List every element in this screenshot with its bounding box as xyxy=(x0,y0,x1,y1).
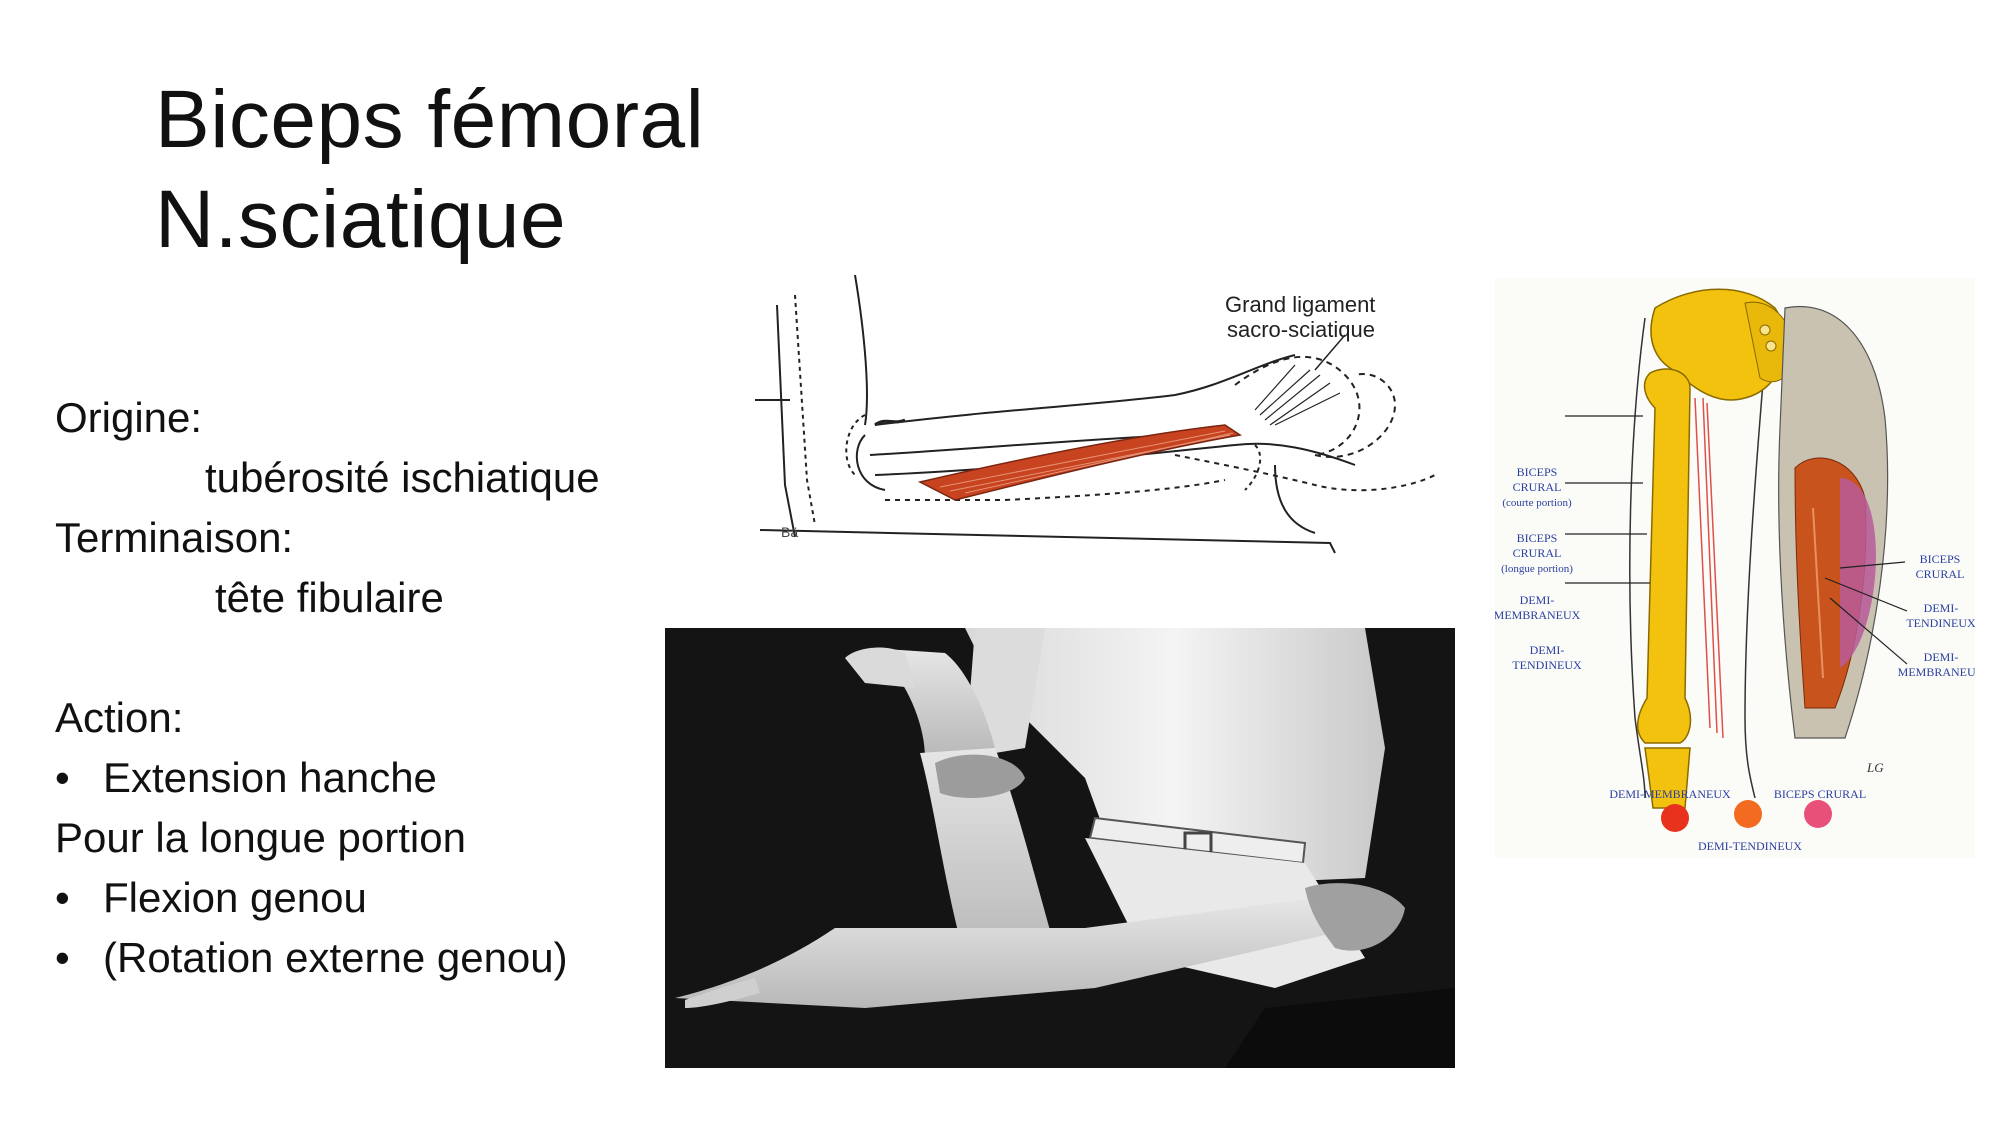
label-demi-membraneux-1: DEMI- xyxy=(1520,593,1555,607)
title-line-1: Biceps fémoral xyxy=(155,74,705,165)
label-biceps-longue-3: (longue portion) xyxy=(1501,563,1573,575)
muscle-test-photo xyxy=(665,628,1455,1068)
plate-signature: LG xyxy=(1866,760,1884,775)
label-right-demi-tendineux-1: DEMI- xyxy=(1924,601,1959,615)
examiner-hand xyxy=(935,754,1025,798)
label-demi-tendineux-2: TENDINEUX xyxy=(1512,658,1582,672)
legend-label-biceps-crural: BICEPS CRURAL xyxy=(1774,787,1866,801)
origine-value: tubérosité ischiatique xyxy=(205,454,600,501)
legend-label-demi-tendineux: DEMI-TENDINEUX xyxy=(1698,839,1802,853)
action-label: Action: xyxy=(55,694,184,741)
label-demi-membraneux-2: MEMBRANEUX xyxy=(1495,608,1581,622)
label-right-demi-membraneux-1: DEMI- xyxy=(1924,650,1959,664)
bullet-extension-hanche: Extension hanche xyxy=(55,748,600,808)
label-biceps-longue-1: BICEPS xyxy=(1517,531,1558,545)
label-biceps-courte-3: (courte portion) xyxy=(1502,497,1572,509)
terminaison-value: tête fibulaire xyxy=(215,574,444,621)
label-biceps-courte-2: CRURAL xyxy=(1513,480,1562,494)
label-biceps-courte-1: BICEPS xyxy=(1517,465,1558,479)
label-right-biceps-2: CRURAL xyxy=(1916,567,1965,581)
hamstring-plate-illustration: BICEPS CRURAL (courte portion) BICEPS CR… xyxy=(1495,288,1975,853)
side-view-drawing: Grand ligament sacro-sciatique Bä xyxy=(755,275,1485,565)
side-view-illustration: Grand ligament sacro-sciatique Bä xyxy=(755,275,1436,554)
label-right-biceps-1: BICEPS xyxy=(1920,552,1961,566)
legend-dot-biceps-crural xyxy=(1804,800,1832,828)
label-biceps-longue-2: CRURAL xyxy=(1513,546,1562,560)
muscle-description: Origine: tubérosité ischiatique Terminai… xyxy=(55,388,600,988)
femur-bone xyxy=(1637,368,1692,744)
side-view-signature: Bä xyxy=(781,524,798,540)
examiner-shirt xyxy=(965,628,1385,888)
patient-lower-leg xyxy=(920,748,1055,958)
biceps-femoris-muscle xyxy=(917,424,1242,501)
patient-thigh xyxy=(675,898,1355,1008)
side-view-label-line2: sacro-sciatique xyxy=(1227,317,1375,342)
label-demi-tendineux-1: DEMI- xyxy=(1530,643,1565,657)
title-line-2: N.sciatique xyxy=(155,174,567,265)
legend-dot-demi-membraneux xyxy=(1661,804,1689,832)
spacer xyxy=(55,628,600,688)
terminaison-label: Terminaison: xyxy=(55,514,294,561)
legend-label-demi-membraneux: DEMI-MEMBRANEUX xyxy=(1609,787,1731,801)
muscle-test-illustration xyxy=(665,628,1455,1068)
longue-portion-note: Pour la longue portion xyxy=(55,814,466,861)
origine-label: Origine: xyxy=(55,394,203,441)
label-right-demi-membraneux-2: MEMBRANEUX xyxy=(1898,665,1975,679)
label-right-demi-tendineux-2: TENDINEUX xyxy=(1906,616,1975,630)
bullet-flexion-genou: Flexion genou xyxy=(55,868,600,928)
side-view-label-line1: Grand ligament xyxy=(1225,292,1375,317)
bullet-rotation-externe: (Rotation externe genou) xyxy=(55,928,600,988)
slide-title: Biceps fémoral N.sciatique xyxy=(155,70,704,270)
hamstring-anatomy-plate: BICEPS CRURAL (courte portion) BICEPS CR… xyxy=(1495,278,1975,858)
legend-dot-demi-tendineux xyxy=(1734,800,1762,828)
